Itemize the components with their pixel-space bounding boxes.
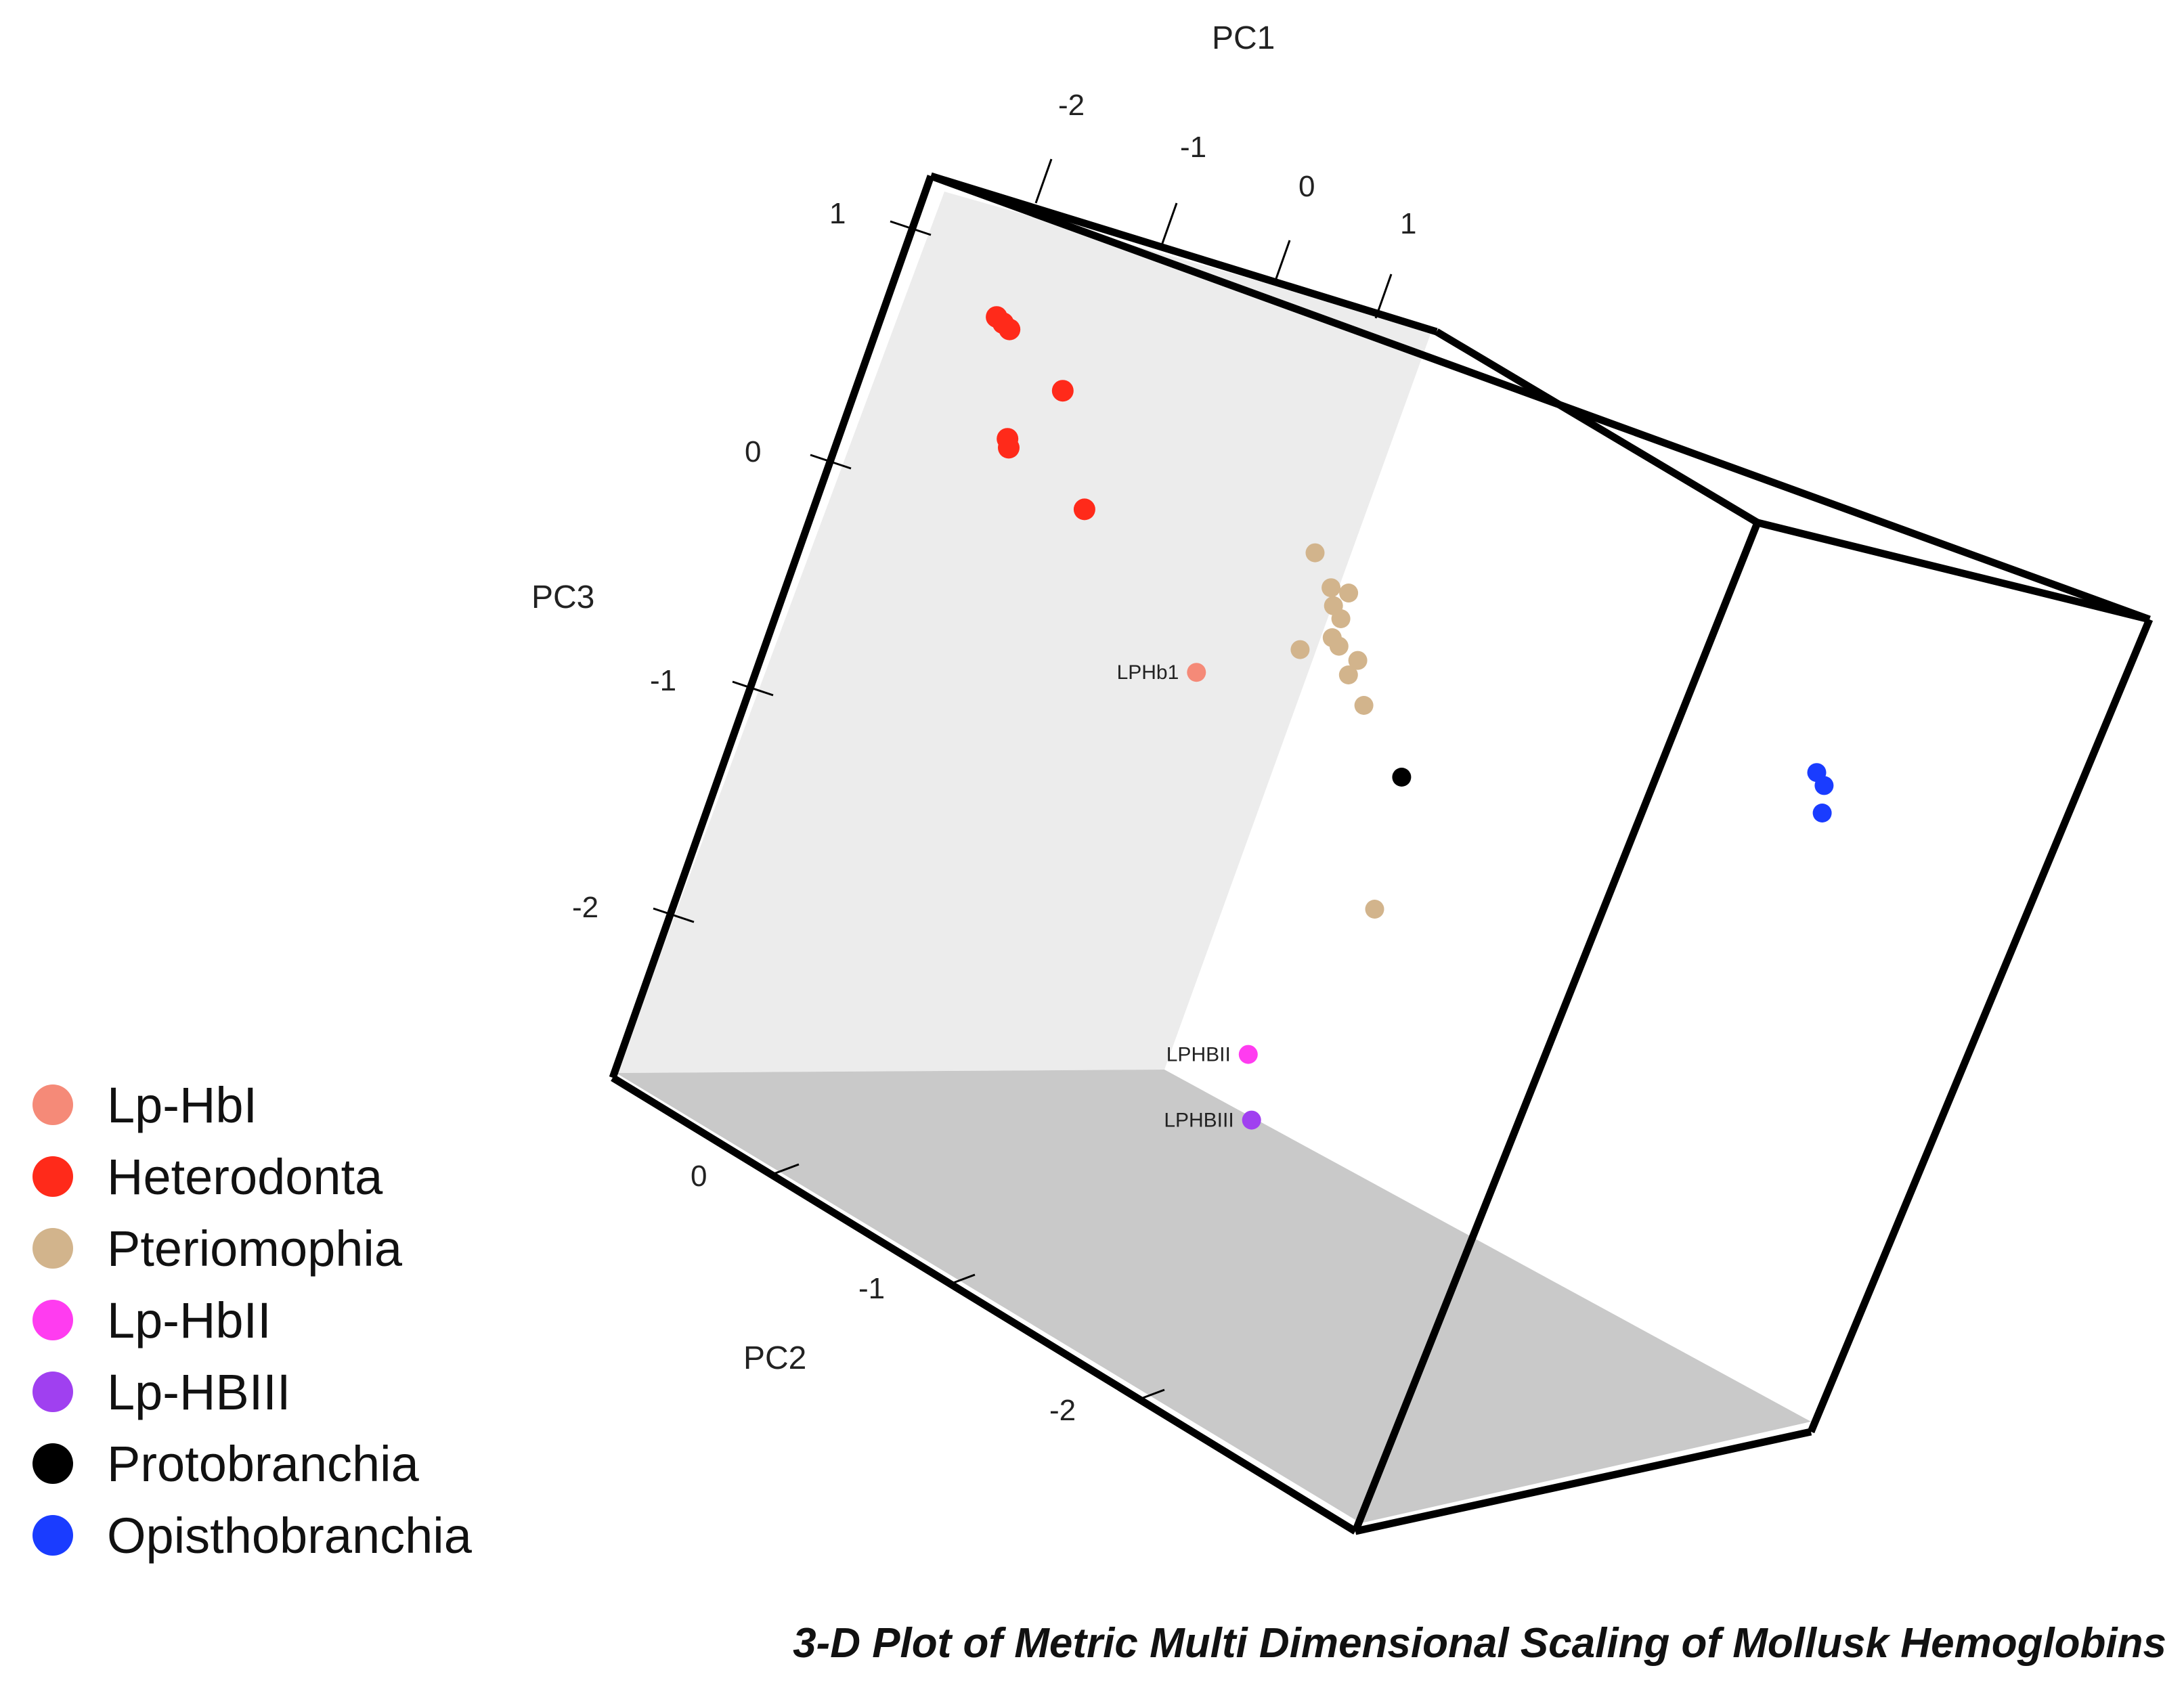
point-label: LPHBIII: [1164, 1110, 1233, 1132]
cube-edge: [1807, 617, 2154, 1434]
data-point: [1348, 651, 1368, 670]
pc2-tick: [771, 1163, 800, 1176]
floor-panel: [616, 1070, 1811, 1523]
data-point: [1073, 498, 1095, 521]
legend-label: Lp-HbII: [107, 1292, 271, 1348]
data-point: [1187, 663, 1206, 682]
data-point: [1238, 1045, 1258, 1064]
data-point: [1339, 584, 1359, 602]
point-label: LPHb1: [1117, 661, 1179, 684]
pc1-tick-label: -1: [1180, 131, 1206, 164]
legend-label: Opisthobranchia: [107, 1508, 473, 1564]
pc1-tick: [1374, 273, 1393, 319]
data-point: [998, 437, 1020, 459]
pc2-tick-label: -1: [858, 1272, 885, 1305]
pc1-tick: [1034, 158, 1053, 204]
pc3-tick-label: -1: [650, 664, 676, 697]
legend-swatch: [32, 1300, 73, 1340]
data-point: [1812, 804, 1832, 822]
pc2-axis-title: PC2: [743, 1340, 806, 1376]
pc3-axis-title: PC3: [531, 579, 594, 615]
data-point: [1392, 768, 1412, 787]
cube-edge: [609, 175, 935, 1079]
points-layer: [986, 306, 1834, 1130]
pc3-tick-label: 1: [829, 197, 846, 230]
data-point: [1814, 776, 1834, 795]
pc1-tick: [1273, 240, 1291, 285]
legend-label: Lp-HbI: [107, 1077, 257, 1133]
data-point: [1051, 380, 1074, 402]
cube-frame: [609, 172, 2154, 1535]
pc3-tick: [732, 680, 774, 697]
cube-edge: [611, 1074, 1357, 1535]
legend-label: Pteriomophia: [107, 1221, 403, 1277]
cube-edge: [930, 172, 2151, 623]
data-point: [1329, 636, 1349, 656]
legend-label: Heterodonta: [107, 1149, 383, 1205]
cube-edge: [1435, 328, 1760, 526]
legend-swatch: [32, 1156, 73, 1197]
pc2-tick: [947, 1273, 976, 1286]
pc2-tick: [1137, 1388, 1165, 1401]
legend-label: Lp-HBIII: [107, 1364, 290, 1420]
legend-swatch: [32, 1515, 73, 1556]
tick-marks: [653, 158, 1393, 1401]
pc3-tick-label: 0: [745, 435, 761, 468]
data-point: [1338, 665, 1358, 684]
legend-swatch: [32, 1443, 73, 1484]
data-point: [1354, 696, 1374, 715]
cube-edge: [1354, 1428, 1812, 1535]
legend-swatch: [32, 1372, 73, 1412]
pc3-tick-label: -2: [572, 891, 598, 924]
data-point: [1322, 578, 1341, 598]
cube-edge: [1351, 521, 1762, 1533]
pc3-tick: [653, 907, 695, 923]
legend-swatch: [32, 1228, 73, 1269]
pc1-tick: [1160, 202, 1178, 248]
data-point: [1242, 1110, 1261, 1130]
pc3-tick: [810, 454, 852, 470]
pc1-axis-title: PC1: [1212, 20, 1275, 56]
pc3-tick: [890, 220, 932, 236]
data-point: [1365, 900, 1384, 919]
cube-edge: [1756, 519, 2151, 623]
data-point: [1305, 543, 1325, 563]
data-point: [1290, 640, 1310, 659]
chart-title: 3-D Plot of Metric Multi Dimensional Sca…: [793, 1620, 2166, 1667]
pc1-tick-label: -2: [1058, 89, 1085, 122]
data-point: [1331, 609, 1351, 628]
data-point: [986, 306, 1008, 328]
pc2-tick-label: 0: [691, 1160, 707, 1193]
pc1-tick-label: 1: [1400, 207, 1416, 240]
legend-label: Protobranchia: [107, 1436, 420, 1492]
pc1-tick-label: 0: [1298, 170, 1315, 203]
pc2-tick-label: -2: [1049, 1394, 1076, 1427]
back-wall-panel: [616, 192, 1432, 1073]
cube-edge: [930, 172, 1438, 336]
point-label: LPHBII: [1166, 1044, 1231, 1066]
legend-swatch: [32, 1084, 73, 1125]
